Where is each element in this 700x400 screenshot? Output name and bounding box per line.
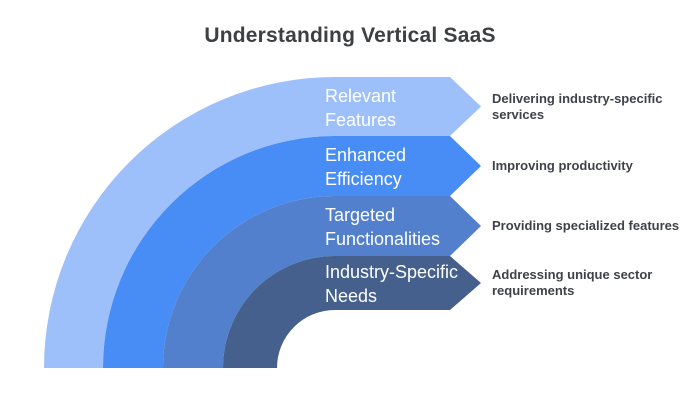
diagram-title: Understanding Vertical SaaS — [204, 24, 496, 47]
annotation-industry-specific-needs: Addressing unique sector requirements — [492, 267, 653, 298]
annotation-relevant-features: Delivering industry-specific services — [492, 91, 663, 122]
band-shape-relevant-features — [44, 77, 481, 368]
band-label-targeted-functionalities: Targeted Functionalities — [325, 205, 441, 249]
band-label-relevant-features: Relevant Features — [325, 86, 397, 130]
annotation-enhanced-efficiency: Improving productivity — [492, 158, 633, 173]
band-shape-industry-specific-needs — [223, 256, 481, 368]
band-shape-enhanced-efficiency — [103, 136, 481, 368]
annotation-targeted-functionalities: Providing specialized features — [492, 218, 680, 233]
band-label-enhanced-efficiency: Enhanced Efficiency — [325, 145, 407, 189]
band-label-industry-specific-needs: Industry-Specific Needs — [325, 262, 459, 306]
band-shape-targeted-functionalities — [163, 196, 481, 368]
